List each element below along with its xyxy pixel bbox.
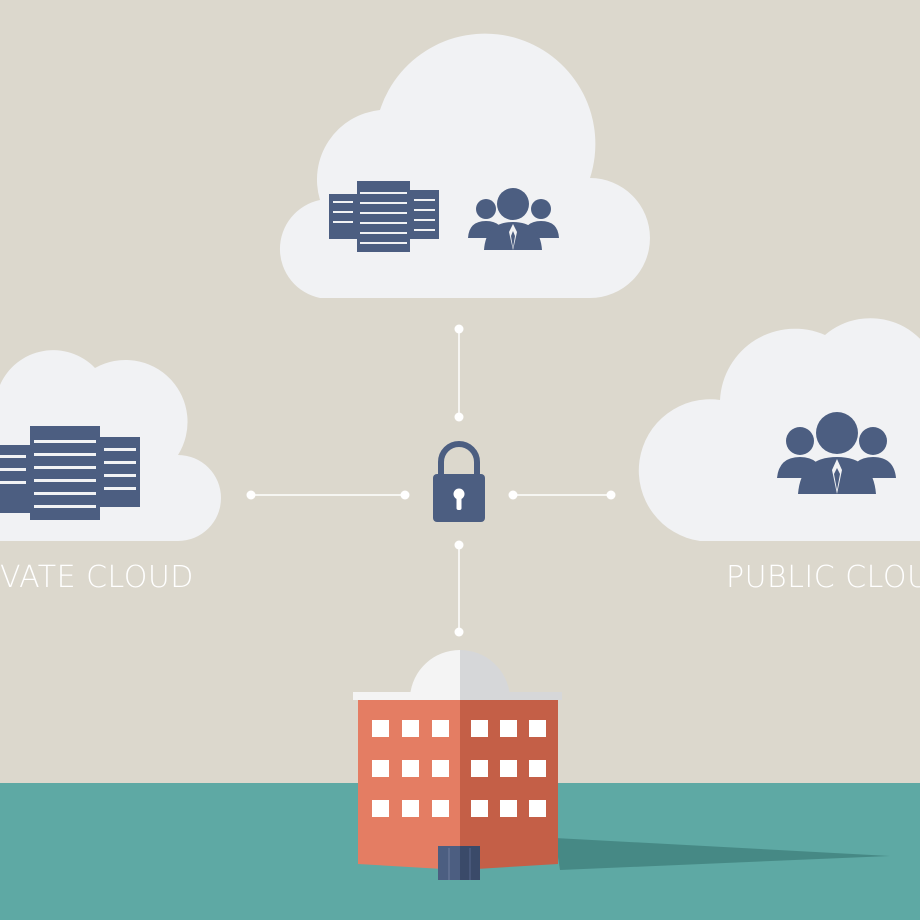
private-cloud-label: VATE CLOUD: [0, 560, 194, 595]
office-building-icon: [353, 649, 562, 880]
building-door: [438, 846, 480, 880]
padlock-icon: [433, 441, 485, 522]
top-cloud: [279, 33, 650, 298]
building-shadow: [555, 838, 890, 870]
public-cloud: [638, 318, 920, 541]
public-cloud-label: PUBLIC CLOUD: [726, 560, 920, 595]
server-rack-icon: [329, 181, 439, 252]
people-group-icon: [468, 188, 559, 250]
server-rack-icon: [0, 426, 140, 520]
private-cloud: [0, 350, 221, 541]
connectors: [246, 324, 616, 637]
people-group-icon: [777, 412, 896, 494]
